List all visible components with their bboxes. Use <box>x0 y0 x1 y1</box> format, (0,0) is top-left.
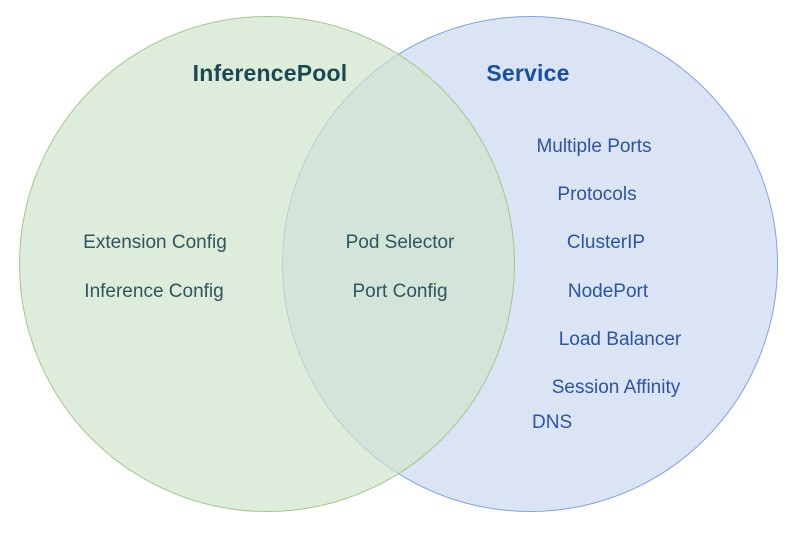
service-item-dns: DNS <box>532 412 573 433</box>
inferencepool-circle <box>19 16 515 512</box>
service-item-clusterip: ClusterIP <box>566 232 646 253</box>
service-title: Service <box>486 60 570 86</box>
inferencepool-item-extension-config: Extension Config <box>83 232 227 253</box>
service-item-session-affinity: Session Affinity <box>551 377 681 398</box>
service-item-protocols: Protocols <box>557 184 637 205</box>
service-item-nodeport: NodePort <box>567 281 649 302</box>
inferencepool-title: InferencePool <box>192 60 348 86</box>
service-item-multiple-ports: Multiple Ports <box>536 136 652 157</box>
overlap-item-pod-selector: Pod Selector <box>345 232 455 253</box>
overlap-item-port-config: Port Config <box>352 281 448 302</box>
service-item-load-balancer: Load Balancer <box>558 329 682 350</box>
inferencepool-item-inference-config: Inference Config <box>84 281 224 302</box>
